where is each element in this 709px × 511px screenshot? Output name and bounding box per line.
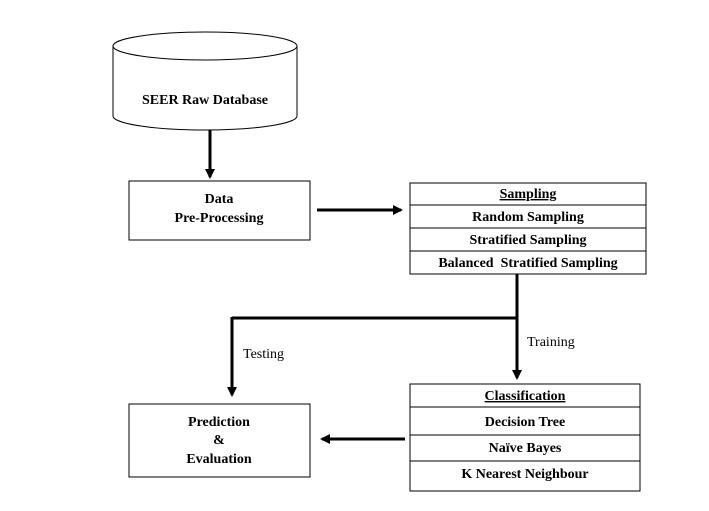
sampling-item-stratified: Stratified Sampling — [469, 233, 586, 248]
prediction-line1: Prediction — [188, 415, 250, 430]
database-label: SEER Raw Database — [142, 93, 268, 108]
classification-item-naive-bayes: Naïve Bayes — [489, 441, 562, 456]
preprocessing-box: Data Pre-Processing — [128, 180, 311, 241]
classification-header: Classification — [485, 389, 566, 404]
classification-item-decision-tree: Decision Tree — [485, 415, 566, 430]
prediction-line3: Evaluation — [186, 452, 252, 467]
testing-label: Testing — [243, 347, 284, 362]
preprocessing-line1: Data — [205, 192, 234, 207]
prediction-box: Prediction & Evaluation — [128, 403, 311, 478]
prediction-line2: & — [213, 433, 225, 448]
connector-sampling-split — [232, 274, 519, 320]
preprocessing-line2: Pre-Processing — [175, 211, 264, 226]
classification-item-knn: K Nearest Neighbour — [461, 467, 588, 482]
training-label: Training — [527, 335, 575, 350]
classification-table: Classification Decision Tree Naïve Bayes… — [409, 383, 641, 492]
sampling-header: Sampling — [500, 187, 557, 202]
sampling-item-balanced: Balanced Stratified Sampling — [438, 256, 617, 271]
seer-database-cylinder: SEER Raw Database — [112, 31, 298, 131]
sampling-item-random: Random Sampling — [472, 210, 584, 225]
sampling-table: Sampling Random Sampling Stratified Samp… — [409, 182, 647, 275]
